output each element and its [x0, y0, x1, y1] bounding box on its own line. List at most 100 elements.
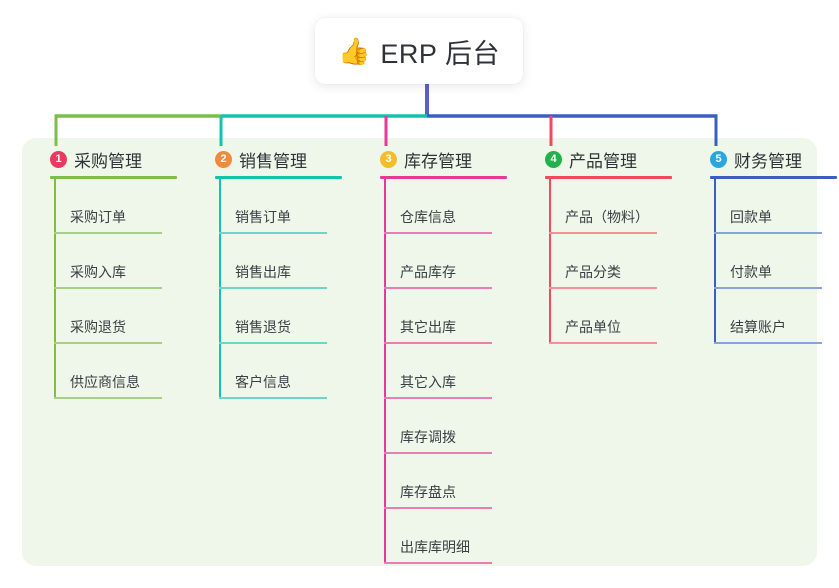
list-item-underline [54, 342, 162, 344]
branch-title-1: 采购管理 [74, 151, 142, 171]
list-item-underline [54, 232, 162, 234]
list-item[interactable]: 采购订单 [54, 179, 182, 234]
list-item[interactable]: 产品库存 [384, 234, 512, 289]
list-item[interactable]: 产品单位 [549, 289, 677, 344]
list-item[interactable]: 出库库明细 [384, 509, 512, 564]
branch-title-5: 财务管理 [734, 151, 802, 171]
branch-item-list-3: 仓库信息产品库存其它出库其它入库库存调拨库存盘点出库库明细 [362, 179, 512, 564]
list-item-underline [549, 287, 657, 289]
branch-title-2: 销售管理 [239, 151, 307, 171]
branch-item-list-2: 销售订单销售出库销售退货客户信息 [197, 179, 347, 399]
branch-column-3: 3 库存管理仓库信息产品库存其它出库其它入库库存调拨库存盘点出库库明细 [362, 146, 512, 564]
list-item-underline [384, 452, 492, 454]
branch-column-1: 1 采购管理采购订单采购入库采购退货供应商信息 [32, 146, 182, 399]
branch-column-4: 4 产品管理产品（物料） 产品分类产品单位 [527, 146, 677, 344]
branch-title-3: 库存管理 [404, 151, 472, 171]
list-item-label: 销售出库 [235, 264, 291, 280]
branch-underline-5 [710, 176, 837, 179]
list-item-label: 产品单位 [565, 319, 621, 335]
list-item[interactable]: 采购入库 [54, 234, 182, 289]
list-item-underline [54, 397, 162, 399]
list-item-underline [384, 507, 492, 509]
list-item-underline [384, 342, 492, 344]
list-item[interactable]: 采购退货 [54, 289, 182, 344]
page-title: ERP 后台 [380, 38, 500, 69]
branch-badge-2: 2 [215, 150, 232, 168]
list-item[interactable]: 产品（物料） [549, 179, 677, 234]
list-item[interactable]: 销售退货 [219, 289, 347, 344]
list-item[interactable]: 其它入库 [384, 344, 512, 399]
list-item[interactable]: 库存盘点 [384, 454, 512, 509]
list-item[interactable]: 仓库信息 [384, 179, 512, 234]
list-item-label: 库存调拨 [400, 429, 456, 445]
list-item-label: 回款单 [730, 209, 772, 225]
list-item[interactable]: 库存调拨 [384, 399, 512, 454]
list-item-label: 仓库信息 [400, 209, 456, 225]
list-item-underline [549, 342, 657, 344]
branch-badge-4: 4 [545, 150, 562, 168]
branch-header-1[interactable]: 1 采购管理 [32, 146, 182, 172]
list-item-underline [384, 287, 492, 289]
list-item[interactable]: 供应商信息 [54, 344, 182, 399]
list-item-label: 采购退货 [70, 319, 126, 335]
list-item[interactable]: 其它出库 [384, 289, 512, 344]
branch-item-list-4: 产品（物料） 产品分类产品单位 [527, 179, 677, 344]
list-item-underline [219, 287, 327, 289]
list-item-underline [384, 397, 492, 399]
list-item-underline [384, 232, 492, 234]
list-item[interactable]: 销售订单 [219, 179, 347, 234]
list-item-underline [54, 287, 162, 289]
list-item-label: 销售退货 [235, 319, 291, 335]
list-item[interactable]: 付款单 [714, 234, 839, 289]
list-item-underline [714, 232, 822, 234]
list-item-label: 结算账户 [730, 319, 786, 335]
branch-underline-2 [215, 176, 342, 179]
list-item-label: 产品分类 [565, 264, 621, 280]
list-item-label: 销售订单 [235, 209, 291, 225]
branch-header-4[interactable]: 4 产品管理 [527, 146, 677, 172]
branch-item-list-1: 采购订单采购入库采购退货供应商信息 [32, 179, 182, 399]
branch-header-2[interactable]: 2 销售管理 [197, 146, 347, 172]
list-item-label: 出库库明细 [400, 539, 470, 555]
list-item[interactable]: 回款单 [714, 179, 839, 234]
list-item-label: 供应商信息 [70, 374, 140, 390]
root-node-card[interactable]: 👍 ERP 后台 [315, 18, 523, 84]
list-item[interactable]: 销售出库 [219, 234, 347, 289]
branch-underline-3 [380, 176, 507, 179]
diagram-panel [22, 138, 817, 566]
branch-spine-4 [549, 179, 551, 344]
list-item-underline [714, 342, 822, 344]
branch-badge-1: 1 [50, 150, 67, 168]
list-item-label: 其它入库 [400, 374, 456, 390]
list-item-label: 客户信息 [235, 374, 291, 390]
branch-item-list-5: 回款单付款单结算账户 [692, 179, 839, 344]
branch-spine-3 [384, 179, 386, 564]
list-item[interactable]: 结算账户 [714, 289, 839, 344]
branch-underline-1 [50, 176, 177, 179]
list-item-underline [384, 562, 492, 564]
list-item-label: 采购入库 [70, 264, 126, 280]
list-item-label: 其它出库 [400, 319, 456, 335]
branch-badge-3: 3 [380, 150, 397, 168]
list-item[interactable]: 产品分类 [549, 234, 677, 289]
branch-header-5[interactable]: 5 财务管理 [692, 146, 839, 172]
list-item[interactable]: 客户信息 [219, 344, 347, 399]
branch-title-4: 产品管理 [569, 151, 637, 171]
list-item-underline [219, 397, 327, 399]
branch-badge-5: 5 [710, 150, 727, 168]
branch-spine-1 [54, 179, 56, 399]
list-item-label: 库存盘点 [400, 484, 456, 500]
branch-header-3[interactable]: 3 库存管理 [362, 146, 512, 172]
list-item-label: 产品（物料） [565, 209, 649, 225]
list-item-label: 付款单 [730, 264, 772, 280]
list-item-underline [219, 232, 327, 234]
branch-column-2: 2 销售管理销售订单销售出库销售退货客户信息 [197, 146, 347, 399]
branch-spine-2 [219, 179, 221, 399]
branch-spine-5 [714, 179, 716, 344]
branch-column-5: 5 财务管理回款单付款单结算账户 [692, 146, 839, 344]
list-item-underline [549, 232, 657, 234]
branch-underline-4 [545, 176, 672, 179]
list-item-label: 产品库存 [400, 264, 456, 280]
